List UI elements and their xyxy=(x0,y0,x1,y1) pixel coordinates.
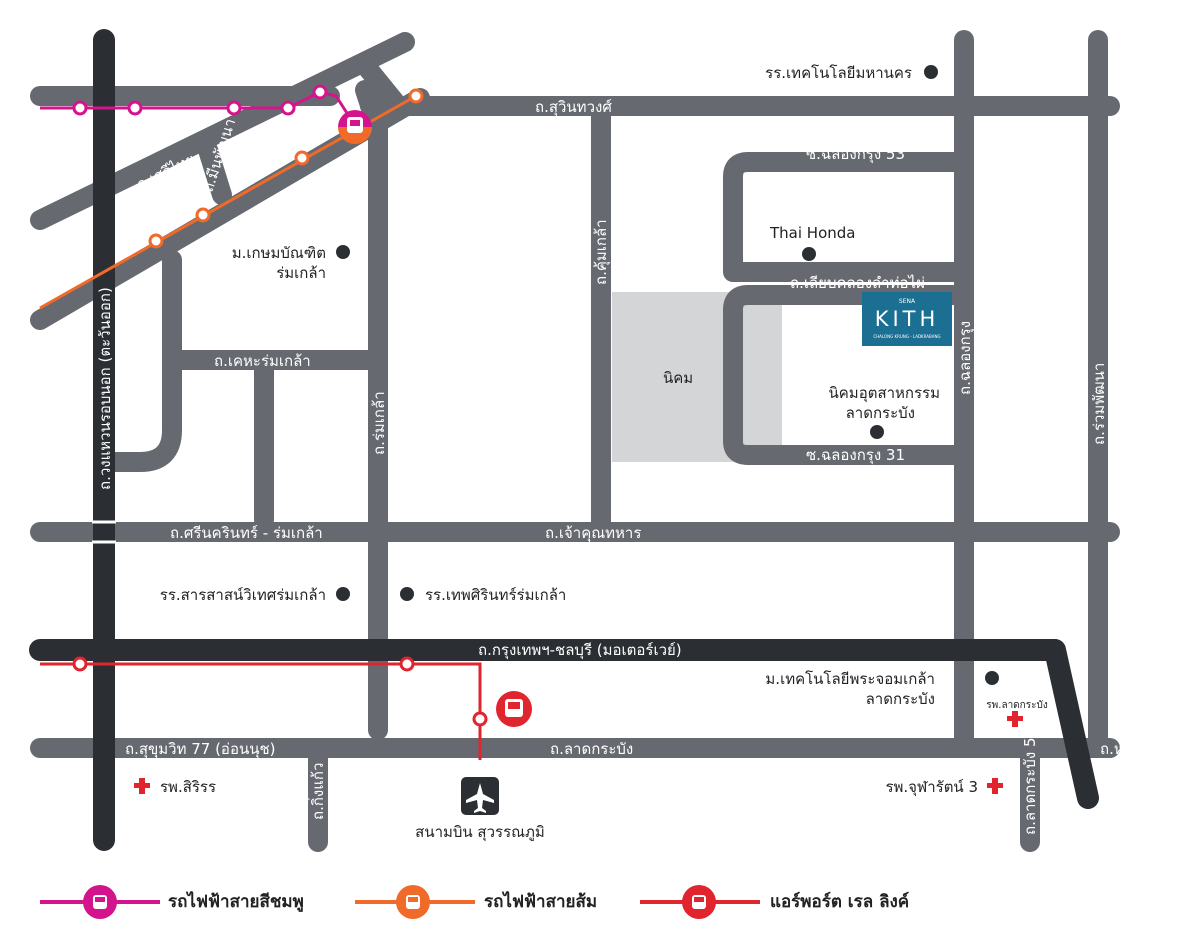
interchange-station-icon xyxy=(338,110,372,144)
logo-brand: SENA xyxy=(899,298,916,305)
label-kmitl-1: ม.เทคโนโลยีพระจอมเกล้า xyxy=(765,670,935,688)
road-label-soi53: ซ.ฉลองกรุง 53 xyxy=(806,145,905,164)
road-network xyxy=(30,30,1120,852)
sena-kith-logo: SENA KITH CHALONG KRUNG - LADKRABANG xyxy=(862,292,952,346)
legend-red-train-icon xyxy=(682,885,716,919)
road-label-chaokhun: ถ.เจ้าคุณทหาร xyxy=(545,524,641,543)
road-label-soi31: ซ.ฉลองกรุง 31 xyxy=(806,446,905,465)
road-label-kheha: ถ.เคหะร่มเกล้า xyxy=(214,352,311,370)
road-label-latkrabang: ถ.ลาดกระบัง xyxy=(550,740,633,758)
road-label-sukhumvit77: ถ.สุขุมวิท 77 (อ่อนนุช) xyxy=(125,740,276,759)
label-nikom: นิคม xyxy=(663,369,693,387)
hospital-icons xyxy=(134,711,1023,794)
road-label-canal: ถ.เลียบคลองลำท่อไผ่ xyxy=(790,274,925,292)
label-kasem-2: ร่มเกล้า xyxy=(276,264,326,282)
road-label-luangphaeng: ถ.หลวงแพ่ง xyxy=(1100,740,1176,758)
logo-sub: CHALONG KRUNG - LADKRABANG xyxy=(873,334,940,339)
orange-stations xyxy=(148,88,424,249)
label-kmitl-2: ลาดกระบัง xyxy=(866,690,935,708)
label-industrial-1: นิคมอุตสาหกรรม xyxy=(829,384,940,403)
airport-rail-link-line xyxy=(40,662,482,760)
label-thepsirin: รร.เทพศิรินทร์ร่มเกล้า xyxy=(425,586,566,604)
road-soi53-loop xyxy=(723,152,974,282)
label-hospital-latkrabang: รพ.ลาดกระบัง xyxy=(986,700,1048,711)
label-hospital-chularat: รพ.จุฬารัตน์ 3 xyxy=(885,778,978,797)
label-kasem-1: ม.เกษมบัณฑิต xyxy=(232,244,326,262)
road-label-kingkaew: ถ.กิ่งแก้ว xyxy=(307,763,327,820)
road-label-romklao: ถ.ร่มเกล้า xyxy=(370,391,388,455)
label-industrial-2: ลาดกระบัง xyxy=(846,404,915,422)
road-separators xyxy=(92,520,116,544)
label-thai-honda: Thai Honda xyxy=(769,224,855,242)
road-connector xyxy=(355,55,405,112)
label-hospital-siriroj: รพ.สิริรร xyxy=(160,778,216,796)
legend-red-label: แอร์พอร์ต เรล ลิงค์ xyxy=(770,892,910,912)
label-airport: สนามบิน สุวรรณภูมิ xyxy=(415,823,545,842)
label-sarasas: รร.สารสาสน์วิเทศร่มเกล้า xyxy=(160,586,326,604)
poi-dots xyxy=(336,65,999,685)
legend-pink-label: รถไฟฟ้าสายสีชมพู xyxy=(168,892,304,912)
industrial-estate-area xyxy=(612,292,782,462)
road-label-latkrabang54: ถ.ลาดกระบัง 54 xyxy=(1021,728,1039,835)
airport-rail-link-station-icon xyxy=(496,691,532,727)
airplane-icon xyxy=(461,777,499,815)
road-label-ruamphatthana: ถ.ร่วมพัฒนา xyxy=(1090,363,1108,445)
label-mahanakorn: รร.เทคโนโลยีมหานคร xyxy=(765,64,912,82)
road-minphatthana xyxy=(198,140,232,205)
legend: รถไฟฟ้าสายสีชมพู รถไฟฟ้าสายส้ม แอร์พอร์ต… xyxy=(0,880,1200,924)
logo-name: KITH xyxy=(875,307,940,331)
road-label-khumklao: ถ.คุ้มเกล้า xyxy=(592,219,611,285)
road-soi31-loop xyxy=(723,285,974,465)
legend-pink-train-icon xyxy=(83,885,117,919)
road-label-motorway: ถ.กรุงเทพฯ-ชลบุรี (มอเตอร์เวย์) xyxy=(478,641,682,660)
road-label-srinakarin: ถ.ศรีนครินทร์ - ร่มเกล้า xyxy=(170,524,323,542)
legend-orange-label: รถไฟฟ้าสายส้ม xyxy=(484,892,598,912)
red-stations xyxy=(72,656,488,727)
pink-stations xyxy=(72,84,328,116)
road-label-ring-road: ถ.วงแหวนรอบนอก (ตะวันออก) xyxy=(96,287,114,490)
legend-orange-train-icon xyxy=(396,885,430,919)
road-loop xyxy=(100,250,182,472)
road-label-chalongkrung: ถ.ฉลองกรุง xyxy=(956,321,975,395)
road-motorway xyxy=(29,639,1099,809)
road-label-suwinthawong: ถ.สุวินทวงศ์ xyxy=(535,98,612,117)
